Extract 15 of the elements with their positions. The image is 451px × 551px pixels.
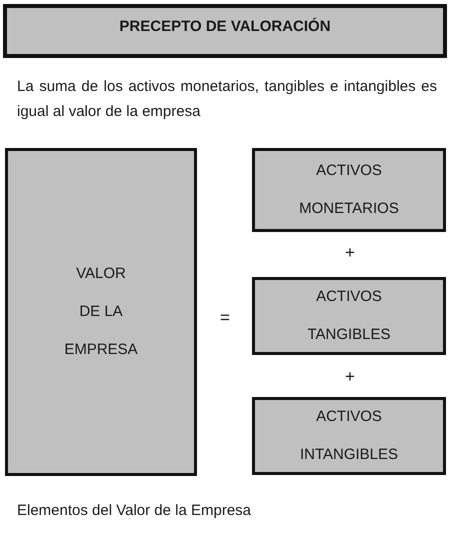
- asset-box: [252, 397, 446, 475]
- asset-box: [252, 148, 446, 232]
- caption-text: Elementos del Valor de la Empresa: [17, 502, 252, 519]
- plus-sign: +: [345, 243, 355, 263]
- box-text: ACTIVOS MONETARIOS: [299, 161, 399, 219]
- box-text: ACTIVOS INTANGIBLES: [300, 407, 398, 465]
- box-text: VALOR DE LA EMPRESA: [64, 264, 138, 360]
- equals-sign: =: [220, 308, 230, 328]
- header-box: [3, 4, 447, 58]
- description-text: La suma de los activos monetarios, tangibles e intangibles es igual al valor de la empresa: [17, 77, 437, 122]
- value-box: [5, 148, 197, 476]
- box-text: ACTIVOS TANGIBLES: [307, 287, 391, 345]
- header-text: PRECEPTO DE VALORACIÓN: [119, 16, 331, 37]
- plus-sign: +: [345, 367, 355, 387]
- asset-box: [252, 277, 446, 355]
